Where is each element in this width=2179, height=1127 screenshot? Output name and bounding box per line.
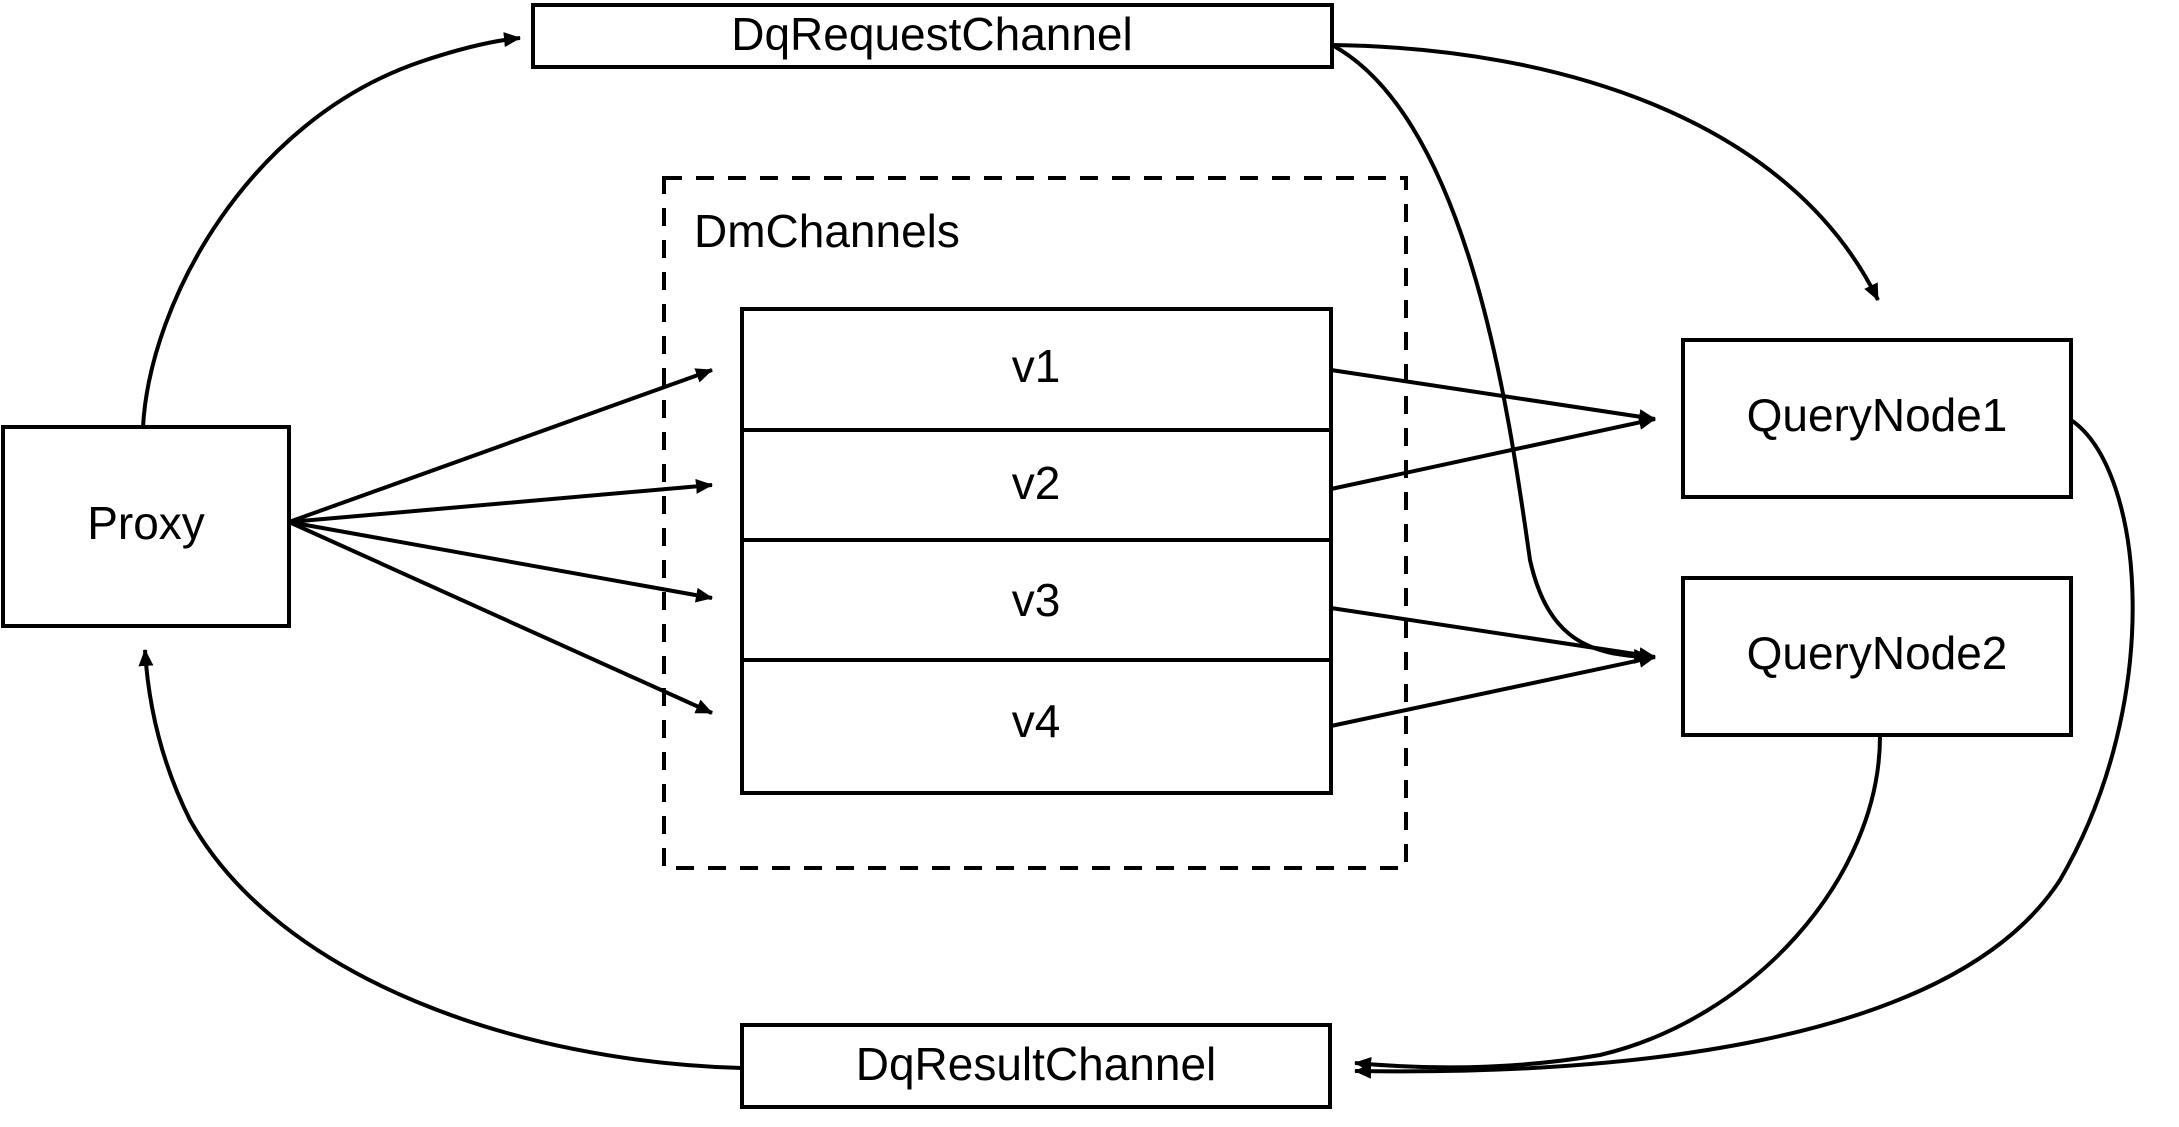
edge-proxy-to-v4 — [288, 520, 713, 715]
node-dq-request-channel[interactable]: DqRequestChannel — [531, 3, 1334, 69]
edge-dqrequestchannel-to-querynode1 — [1331, 43, 1880, 301]
node-proxy[interactable]: Proxy — [1, 425, 291, 628]
node-dq-request-channel-label: DqRequestChannel — [731, 8, 1133, 60]
edge-querynode2-to-dqresultchannel — [1354, 735, 1882, 1072]
edge-proxy-to-v1 — [288, 368, 713, 524]
channel-row-v3-label: v3 — [1012, 574, 1061, 626]
dm-channels-group: DmChannels — [662, 176, 1408, 870]
edge-proxy-to-dqrequestchannel — [141, 32, 521, 428]
dm-channels-stack: v1 v2 v3 v4 — [740, 307, 1333, 795]
channel-row-v1-label: v1 — [1012, 340, 1061, 392]
node-query-node-1[interactable]: QueryNode1 — [1681, 338, 2073, 499]
edge-v1-to-querynode1 — [1330, 368, 1656, 425]
edge-v4-to-querynode2 — [1330, 652, 1656, 728]
edge-proxy-to-v3 — [288, 520, 713, 603]
edge-v3-to-querynode2 — [1330, 606, 1656, 663]
edge-v2-to-querynode1 — [1330, 415, 1656, 491]
edge-querynode1-to-dqresultchannel — [1354, 418, 2135, 1079]
edge-dqresultchannel-to-proxy — [138, 649, 743, 1070]
node-dq-result-channel[interactable]: DqResultChannel — [740, 1023, 1332, 1109]
dm-channels-group-label: DmChannels — [694, 205, 960, 257]
channel-row-v2-label: v2 — [1012, 457, 1061, 509]
node-proxy-label: Proxy — [87, 497, 205, 549]
channel-row-v4-label: v4 — [1012, 695, 1061, 747]
node-query-node-2[interactable]: QueryNode2 — [1681, 576, 2073, 737]
node-query-node-2-label: QueryNode2 — [1747, 627, 2008, 679]
node-dq-result-channel-label: DqResultChannel — [856, 1038, 1217, 1090]
edge-proxy-to-v2 — [288, 478, 713, 524]
edge-dqrequestchannel-to-querynode2 — [1331, 43, 1651, 664]
node-query-node-1-label: QueryNode1 — [1747, 389, 2008, 441]
